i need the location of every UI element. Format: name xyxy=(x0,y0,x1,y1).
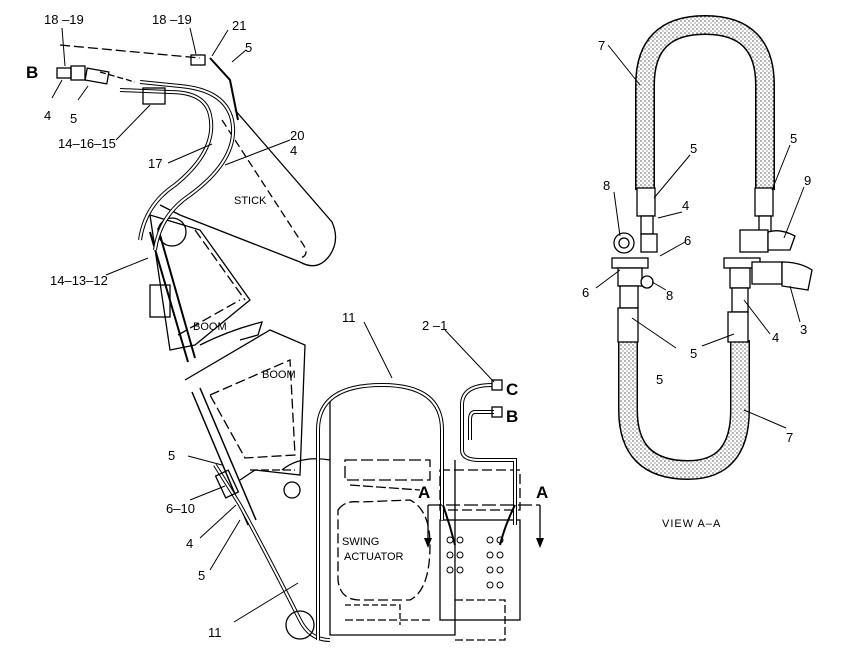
view-callout-5-a: 5 xyxy=(690,141,697,156)
swing-actuator-assembly xyxy=(281,379,541,641)
callout-18-19-a: 18 –19 xyxy=(44,12,84,27)
view-callout-3: 3 xyxy=(800,322,807,337)
callout-17: 17 xyxy=(148,156,162,171)
view-callout-6-b: 6 xyxy=(582,285,589,300)
view-caption: VIEW A–A xyxy=(662,518,721,530)
view-callout-4-b: 4 xyxy=(772,330,779,345)
callout-5-bottom: 5 xyxy=(198,568,205,583)
callout-4-left: 4 xyxy=(44,108,51,123)
section-a-left: A xyxy=(418,483,430,502)
callout-b-right: B xyxy=(506,407,518,426)
view-callout-5-b: 5 xyxy=(790,131,797,146)
callout-18-19-b: 18 –19 xyxy=(152,12,192,27)
section-a-right: A xyxy=(536,483,548,502)
callout-11-bottom: 11 xyxy=(208,625,222,640)
view-callout-6-a: 6 xyxy=(684,233,691,248)
leader-lines xyxy=(51,27,805,623)
actuator-label: ACTUATOR xyxy=(344,551,404,563)
callout-2-1: 2 –1 xyxy=(422,318,447,333)
callout-5-lower: 5 xyxy=(168,448,175,463)
callout-b-top: B xyxy=(26,63,38,82)
view-callout-9: 9 xyxy=(804,173,811,188)
callout-11-top: 11 xyxy=(342,310,356,325)
swing-label: SWING xyxy=(342,536,379,548)
callout-14-16-15: 14–16–15 xyxy=(58,136,116,151)
boom-label-lower: BOOM xyxy=(262,369,296,381)
callout-5-left: 5 xyxy=(70,111,77,126)
callout-14-13-12: 14–13–12 xyxy=(50,273,108,288)
view-callout-8-b: 8 xyxy=(666,288,673,303)
section-arrows xyxy=(424,538,544,548)
view-callout-4-a: 4 xyxy=(682,198,689,213)
callout-20: 20 xyxy=(290,128,304,143)
stick-label: STICK xyxy=(234,195,267,207)
callout-4-mid: 4 xyxy=(290,143,297,158)
view-callout-8-a: 8 xyxy=(603,178,610,193)
callout-c: C xyxy=(506,380,518,399)
view-a-a xyxy=(611,14,813,481)
view-callout-7-top: 7 xyxy=(598,38,605,53)
callout-6-10: 6–10 xyxy=(166,501,195,516)
view-callout-5-c: 5 xyxy=(690,346,697,361)
callout-21: 21 xyxy=(232,18,246,33)
view-callout-7-bottom: 7 xyxy=(786,430,793,445)
callout-labels: 18 –19 18 –19 21 5 B 4 5 14–16–15 20 4 1… xyxy=(26,12,811,640)
view-callout-5-d: 5 xyxy=(656,372,663,387)
stick-assembly xyxy=(56,44,337,642)
callout-5-top: 5 xyxy=(245,40,252,55)
callout-4-lower: 4 xyxy=(186,536,193,551)
boom-label-upper: BOOM xyxy=(193,321,227,333)
